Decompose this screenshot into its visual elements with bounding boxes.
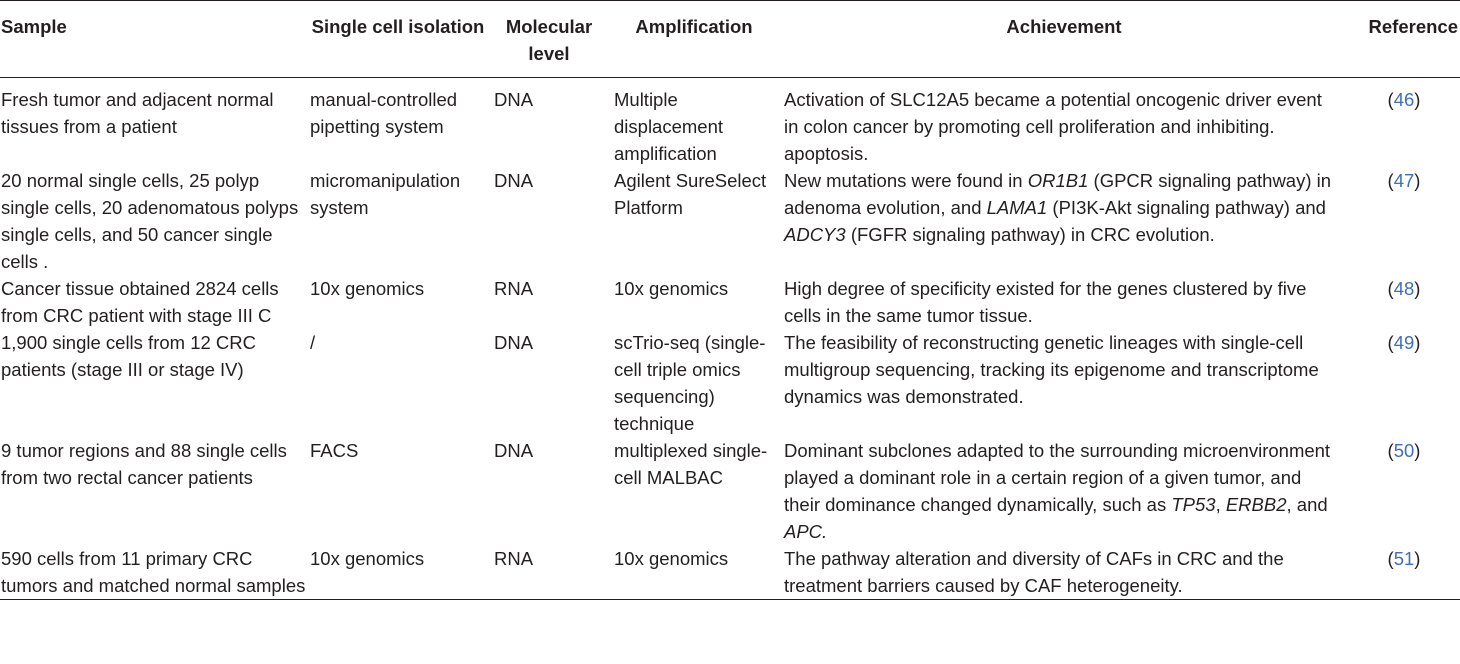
reference-link[interactable]: 47: [1393, 170, 1415, 191]
cell-isolation: manual-controlled pipetting system: [310, 89, 458, 137]
cell-sample: Cancer tissue obtained 2824 cells from C…: [1, 278, 279, 326]
cell-achievement: The pathway alteration and diversity of …: [780, 545, 1348, 600]
achievement-text: (GPCR signaling pathway) in adenoma evol…: [784, 170, 1332, 218]
cell-reference: (50): [1387, 440, 1421, 461]
header-sample: Sample: [1, 16, 67, 37]
cell-amplification: 10x genomics: [614, 548, 729, 569]
cell-sample: 590 cells from 11 primary CRC tumors and…: [1, 548, 306, 596]
reference-link[interactable]: 51: [1393, 548, 1415, 569]
cell-amplification: 10x genomics: [614, 278, 729, 299]
cell-achievement: New mutations were found in OR1B1 (GPCR …: [780, 167, 1348, 275]
achievement-text: , and: [1286, 494, 1328, 515]
gene-name: APC.: [784, 521, 828, 542]
cell-isolation: 10x genomics: [310, 548, 425, 569]
cell-isolation: 10x genomics: [310, 278, 425, 299]
cell-level: DNA: [494, 440, 534, 461]
header-amplification: Amplification: [635, 16, 753, 37]
header-achievement: Achievement: [1006, 16, 1122, 37]
study-table: Sample Single cell isolation Molecular l…: [0, 0, 1460, 600]
table-row: 20 normal single cells, 25 polyp single …: [0, 167, 1460, 275]
achievement-text: The pathway alteration and diversity of …: [784, 548, 1284, 596]
reference-link[interactable]: 46: [1393, 89, 1415, 110]
table-row: Fresh tumor and adjacent normal tissues …: [0, 78, 1460, 168]
header-level: Molecular level: [505, 16, 593, 64]
gene-name: LAMA1: [986, 197, 1048, 218]
header-reference: Reference: [1368, 16, 1458, 37]
cell-isolation: micromanipulation system: [310, 170, 461, 218]
cell-sample: Fresh tumor and adjacent normal tissues …: [1, 89, 274, 137]
achievement-text: The feasibility of reconstructing geneti…: [784, 332, 1319, 407]
reference-link[interactable]: 48: [1393, 278, 1415, 299]
reference-link[interactable]: 49: [1393, 332, 1415, 353]
cell-achievement: Activation of SLC12A5 became a potential…: [780, 78, 1348, 168]
achievement-text: Dominant subclones adapted to the surrou…: [784, 440, 1331, 515]
cell-reference: (47): [1387, 170, 1421, 191]
table-row: 1,900 single cells from 12 CRC patients …: [0, 329, 1460, 437]
table-body: Fresh tumor and adjacent normal tissues …: [0, 78, 1460, 600]
cell-achievement: Dominant subclones adapted to the surrou…: [780, 437, 1348, 545]
table-row: 9 tumor regions and 88 single cells from…: [0, 437, 1460, 545]
gene-name: ERBB2: [1225, 494, 1287, 515]
gene-name: OR1B1: [1027, 170, 1089, 191]
cell-level: DNA: [494, 170, 534, 191]
cell-isolation: FACS: [310, 440, 359, 461]
gene-name: ADCY3: [784, 224, 846, 245]
cell-reference: (48): [1387, 278, 1421, 299]
cell-amplification: scTrio-seq (single-cell triple omics seq…: [614, 332, 766, 434]
achievement-text: ,: [1215, 494, 1226, 515]
table-row: Cancer tissue obtained 2824 cells from C…: [0, 275, 1460, 329]
header-isolation: Single cell isolation: [311, 16, 485, 37]
cell-reference: (51): [1387, 548, 1421, 569]
cell-sample: 20 normal single cells, 25 polyp single …: [1, 170, 299, 272]
cell-isolation: /: [310, 332, 316, 353]
achievement-text: Activation of SLC12A5 became a potential…: [784, 89, 1322, 164]
header-row: Sample Single cell isolation Molecular l…: [0, 0, 1460, 78]
cell-amplification: Agilent SureSelect Platform: [614, 170, 767, 218]
cell-amplification: Multiple displacement amplification: [614, 89, 724, 164]
achievement-text: (PI3K-Akt signaling pathway) and: [1047, 197, 1326, 218]
cell-sample: 9 tumor regions and 88 single cells from…: [1, 440, 287, 488]
cell-level: RNA: [494, 548, 534, 569]
reference-link[interactable]: 50: [1393, 440, 1415, 461]
cell-achievement: The feasibility of reconstructing geneti…: [780, 329, 1348, 437]
cell-sample: 1,900 single cells from 12 CRC patients …: [1, 332, 256, 380]
cell-achievement: High degree of specificity existed for t…: [780, 275, 1348, 329]
achievement-text: (FGFR signaling pathway) in CRC evolutio…: [845, 224, 1215, 245]
cell-level: RNA: [494, 278, 534, 299]
gene-name: TP53: [1171, 494, 1216, 515]
cell-level: DNA: [494, 89, 534, 110]
table-row: 590 cells from 11 primary CRC tumors and…: [0, 545, 1460, 600]
cell-level: DNA: [494, 332, 534, 353]
achievement-text: New mutations were found in: [784, 170, 1028, 191]
cell-reference: (46): [1387, 89, 1421, 110]
achievement-text: High degree of specificity existed for t…: [784, 278, 1307, 326]
cell-amplification: multiplexed single-cell MALBAC: [614, 440, 768, 488]
cell-reference: (49): [1387, 332, 1421, 353]
